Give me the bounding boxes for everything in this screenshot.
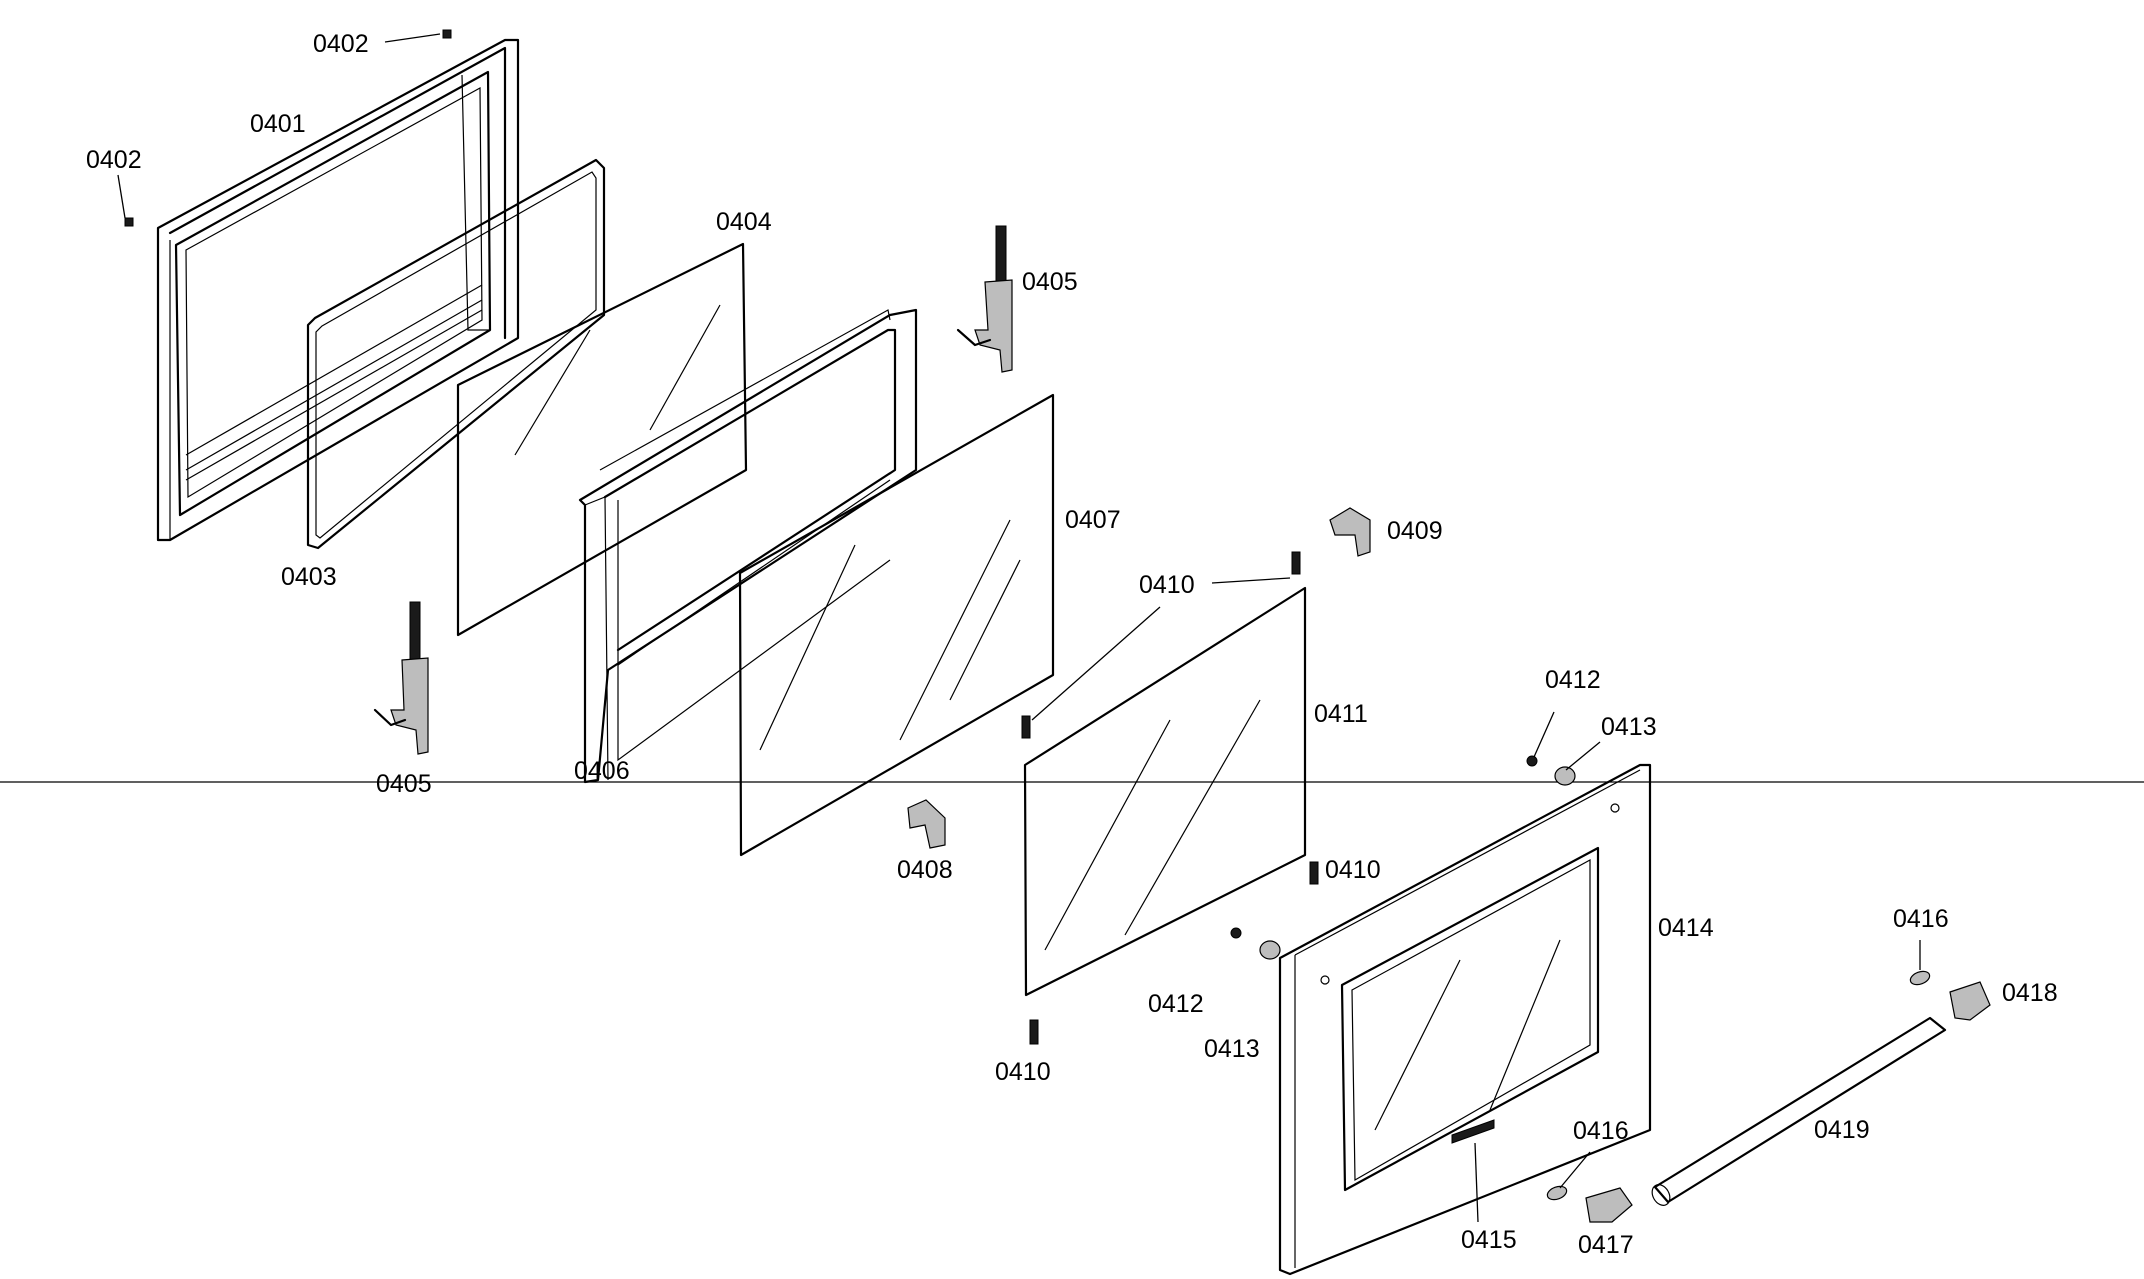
label-0413-right: 0413: [1601, 713, 1657, 741]
part-0411-glass: [1023, 586, 1307, 997]
part-0409-bracket: [1329, 507, 1371, 557]
label-0418: 0418: [2002, 979, 2058, 1007]
label-0404: 0404: [716, 208, 772, 236]
part-0405-hinge-lower: [373, 601, 429, 755]
part-0401-inner-frame: [124, 29, 520, 542]
label-0403: 0403: [281, 563, 337, 591]
part-0408-bracket: [907, 799, 946, 849]
part-0418-end-cap: [1949, 981, 1991, 1021]
label-0405-upper: 0405: [1022, 268, 1078, 296]
label-0412-right: 0412: [1545, 666, 1601, 694]
leader-lines: [117, 33, 1921, 1223]
label-0401: 0401: [250, 110, 306, 138]
label-0410-bottom: 0410: [995, 1058, 1051, 1086]
label-0410-top: 0410: [1139, 571, 1195, 599]
label-0405-lower: 0405: [376, 770, 432, 798]
label-0419: 0419: [1814, 1116, 1870, 1144]
label-0409: 0409: [1387, 517, 1443, 545]
label-0413-left: 0413: [1204, 1035, 1260, 1063]
part-0410-clips: [1021, 551, 1319, 1045]
part-0414-outer-door: [1278, 763, 1652, 1276]
part-0419-handle-bar: [1651, 1016, 1947, 1206]
part-0407-glass: [738, 393, 1055, 857]
part-0406-middle-frame: [578, 308, 918, 784]
label-0411: 0411: [1314, 700, 1368, 728]
part-0415-badge: [1451, 1119, 1495, 1144]
part-0405-hinge-upper: [956, 225, 1013, 373]
label-0417: 0417: [1578, 1231, 1634, 1259]
part-0413-caps: [1259, 766, 1576, 960]
part-0412-screws: [1230, 755, 1538, 939]
label-0412-left: 0412: [1148, 990, 1204, 1018]
part-0404-glass: [456, 242, 748, 637]
label-0416-right: 0416: [1893, 905, 1949, 933]
label-0407: 0407: [1065, 506, 1121, 534]
label-0415: 0415: [1461, 1226, 1517, 1254]
label-0414: 0414: [1658, 914, 1714, 942]
label-0402-left: 0402: [86, 146, 142, 174]
label-0408: 0408: [897, 856, 953, 884]
part-0403-gasket: [306, 158, 606, 550]
part-0417-end-cap: [1585, 1187, 1633, 1223]
label-0416-left: 0416: [1573, 1117, 1629, 1145]
label-0410-mid: 0410: [1325, 856, 1381, 884]
label-0406: 0406: [574, 757, 630, 785]
label-0402-top: 0402: [313, 30, 369, 58]
part-0416-clips: [1546, 970, 1931, 1201]
